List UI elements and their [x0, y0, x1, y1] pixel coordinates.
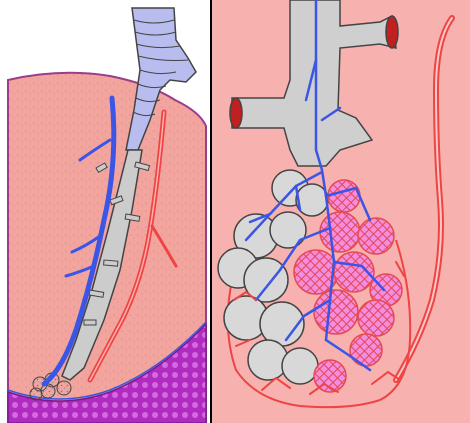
left-panel — [0, 0, 210, 423]
right-panel — [212, 0, 470, 423]
bronchiole-opening-top — [386, 16, 398, 48]
bronchiole-opening-left — [230, 98, 242, 128]
